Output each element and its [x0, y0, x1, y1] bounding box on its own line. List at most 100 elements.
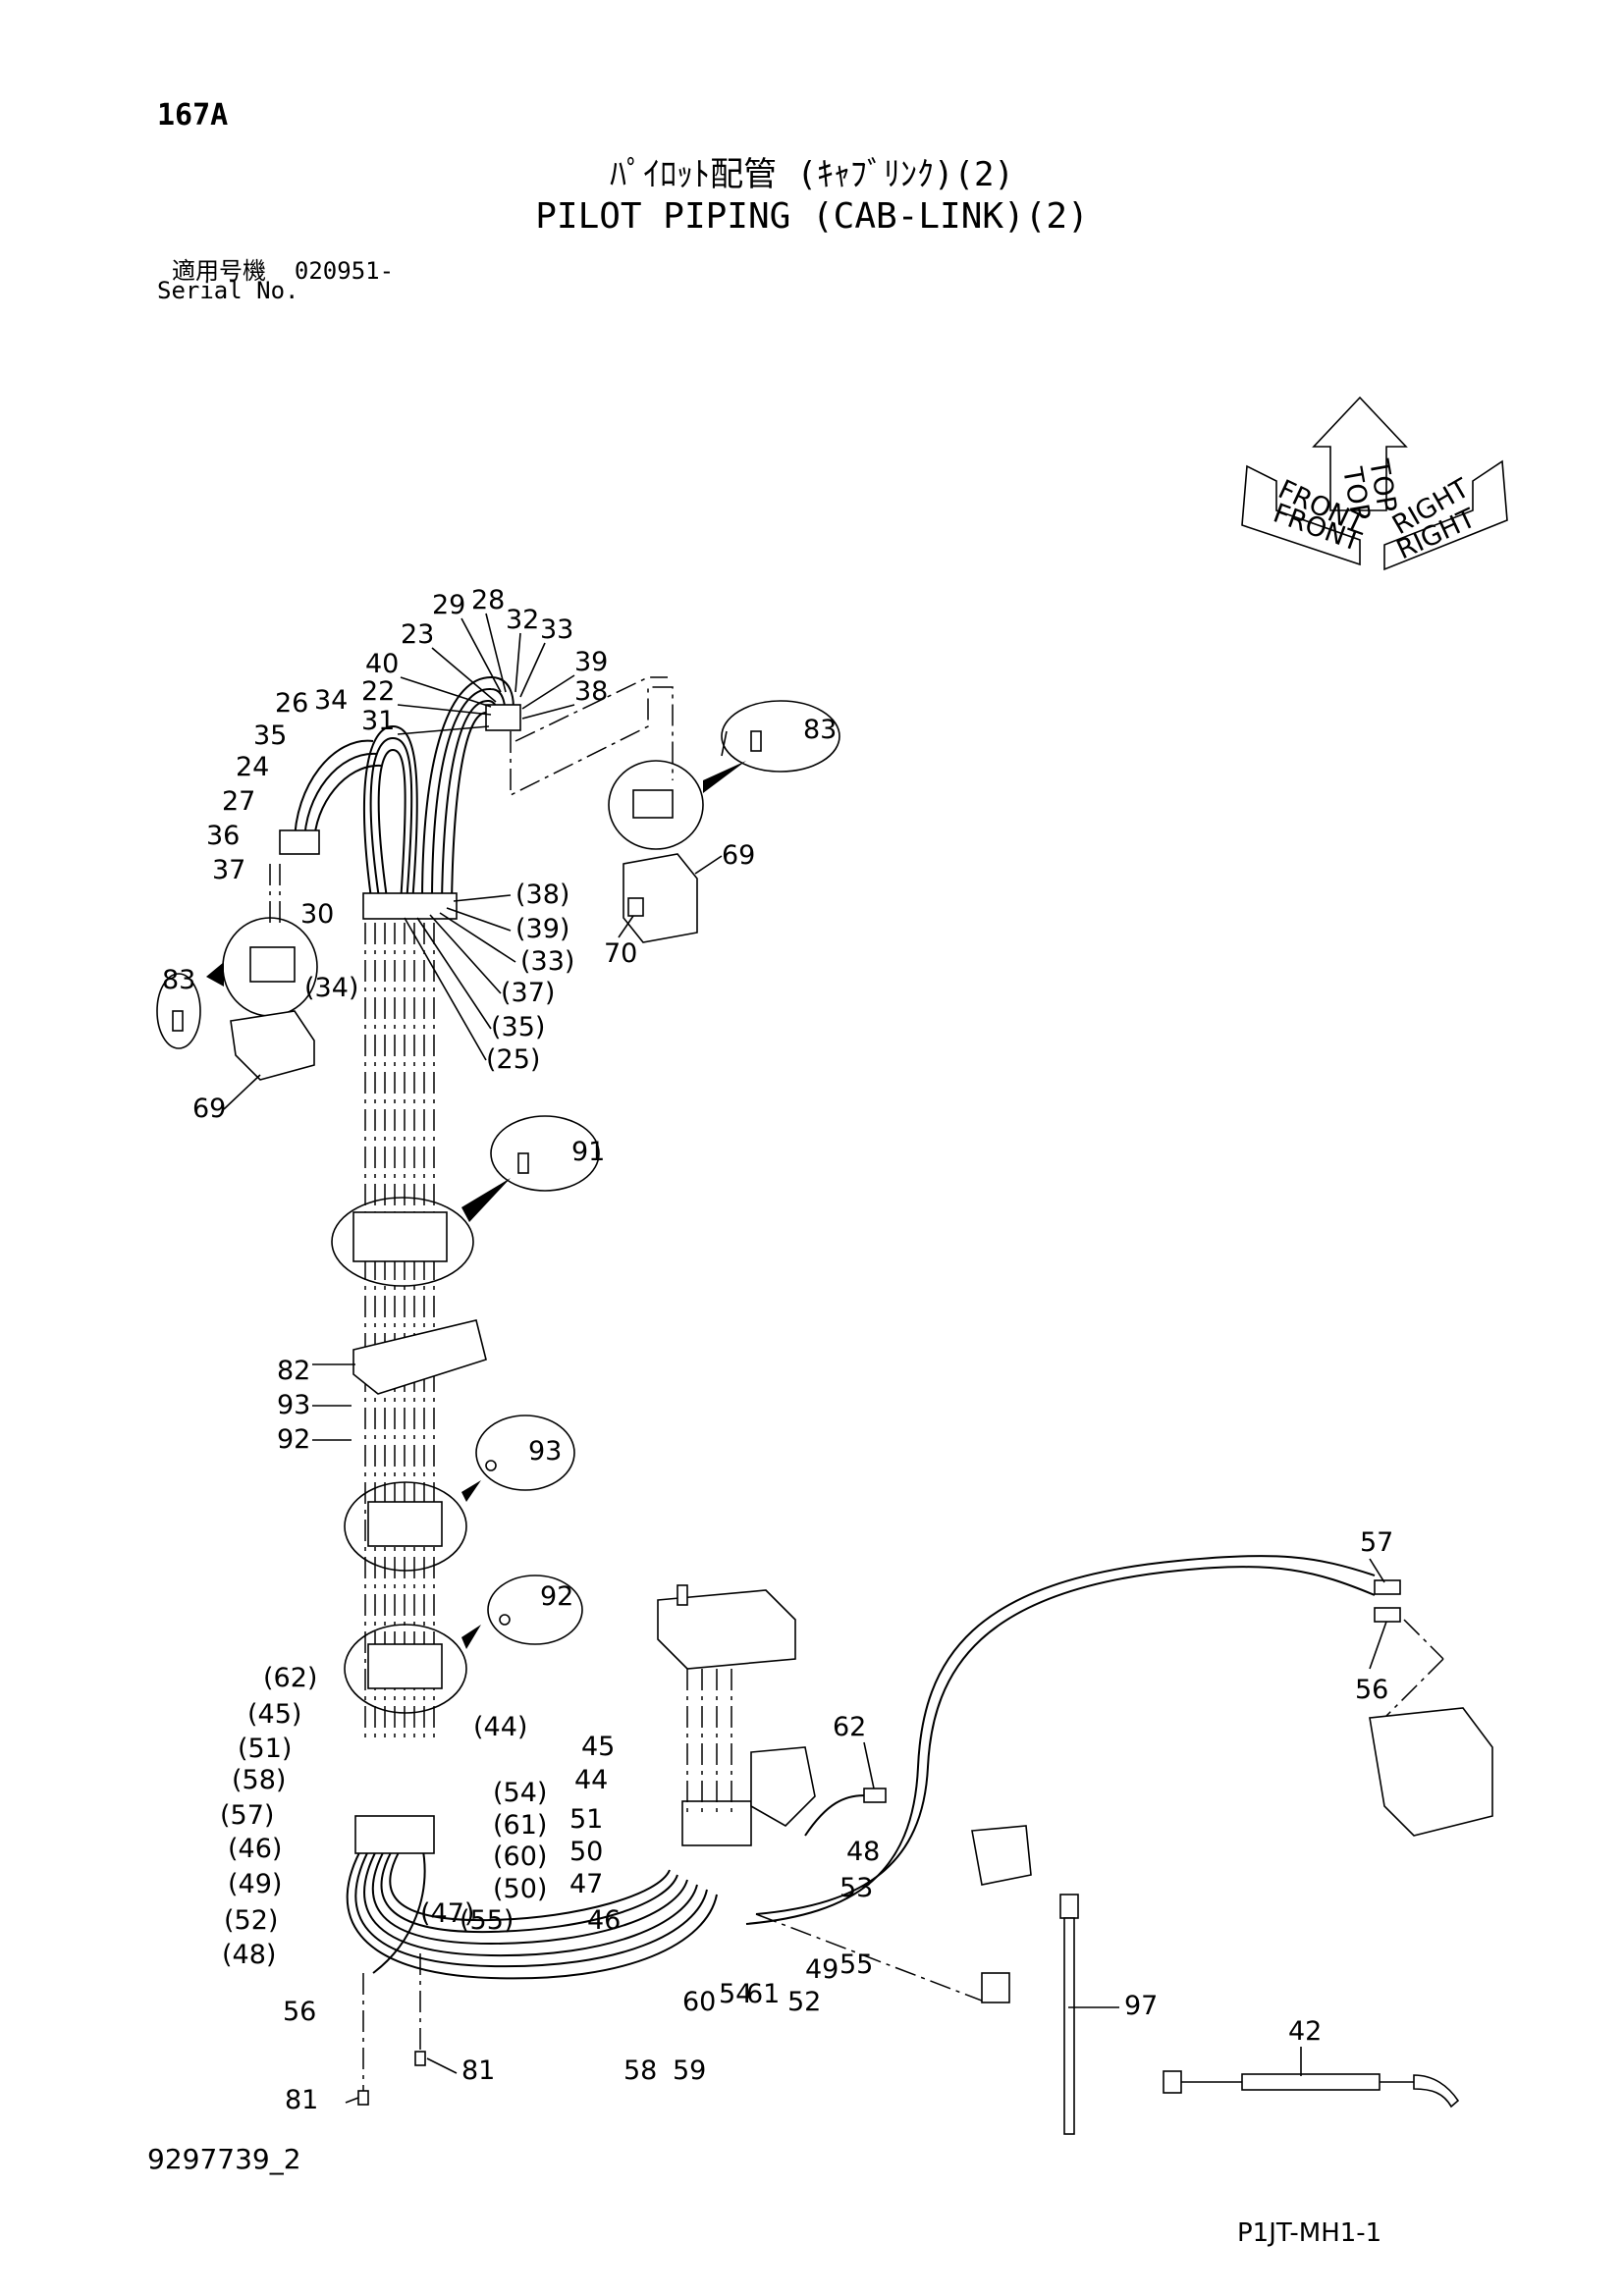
upper-hose-bundle [279, 675, 521, 920]
up-arrow-icon [1312, 396, 1408, 511]
serial-value: 020951- [294, 257, 395, 285]
callout-p51: (51) [238, 1734, 292, 1764]
front-arrow-icon [1241, 464, 1361, 566]
callout-p54: (54) [493, 1778, 547, 1808]
sheet-code: P1JT-MH1-1 [1237, 2218, 1382, 2248]
callout-56-left: 56 [283, 1997, 316, 2027]
clamp-group-91 [331, 1115, 600, 1287]
callout-81-left: 81 [285, 2085, 318, 2115]
serial-line: 適用号機 020951- [172, 251, 394, 286]
callout-p34: (34) [304, 973, 358, 1003]
callout-45: 45 [581, 1732, 615, 1762]
callout-92-detail: 92 [540, 1581, 573, 1612]
document-number: 9297739_2 [147, 2143, 301, 2175]
callout-57: 57 [1360, 1527, 1393, 1558]
hose-62 [804, 1788, 887, 1837]
callout-33: 33 [540, 614, 573, 645]
callout-70: 70 [604, 938, 637, 969]
callout-p62: (62) [263, 1663, 317, 1693]
callout-p35: (35) [491, 1012, 545, 1042]
control-valve-upper [657, 1584, 796, 1816]
callout-50: 50 [569, 1837, 603, 1867]
callout-48: 48 [846, 1837, 880, 1867]
clamp-group-92 [344, 1575, 583, 1714]
callout-labels: 29 28 32 33 23 40 39 22 38 31 26 34 35 2… [162, 585, 1393, 2115]
callout-22: 22 [361, 676, 395, 707]
callout-p50: (50) [493, 1874, 547, 1904]
long-hose-57-56 [745, 1555, 1444, 1925]
callout-46: 46 [587, 1905, 621, 1936]
callout-38: 38 [574, 676, 608, 707]
page-code: 167A [157, 98, 229, 133]
bolt-detail-circle-left [156, 973, 201, 1049]
bolt-icon-left [172, 1010, 184, 1032]
callout-56-right: 56 [1355, 1675, 1388, 1705]
cable-tie-97 [1059, 1894, 1079, 2135]
callout-42: 42 [1288, 2016, 1322, 2047]
bracket-center [750, 1746, 816, 1827]
callout-23: 23 [401, 619, 434, 650]
callout-44: 44 [574, 1765, 608, 1795]
callout-p44: (44) [473, 1712, 527, 1742]
fitting-detail [632, 789, 674, 819]
callout-p47: (47) [420, 1898, 474, 1929]
callout-83-right: 83 [803, 715, 837, 745]
callout-p39: (39) [515, 914, 569, 944]
callout-32: 32 [506, 605, 539, 635]
callout-82: 82 [277, 1356, 310, 1386]
callout-30: 30 [300, 899, 334, 930]
callout-59: 59 [673, 2056, 706, 2086]
callout-51: 51 [569, 1804, 603, 1835]
callout-34: 34 [314, 685, 348, 716]
orientation-indicator: TOP TOP FRONT FRONT RIGHT RIGHT [1241, 396, 1508, 571]
valve-small [755, 1825, 1032, 2003]
callout-p48: (48) [222, 1940, 276, 1970]
callout-97: 97 [1124, 1991, 1158, 2021]
callout-40: 40 [365, 649, 399, 679]
callout-29: 29 [432, 590, 465, 620]
callout-36: 36 [206, 821, 240, 851]
callout-24: 24 [236, 752, 269, 782]
callout-28: 28 [471, 585, 505, 615]
callout-83-left: 83 [162, 965, 195, 995]
serial-label-en: Serial No. [157, 277, 299, 304]
callout-58: 58 [623, 2056, 657, 2086]
callout-27: 27 [222, 786, 255, 817]
bracket-plate-left [230, 1010, 315, 1081]
callout-62: 62 [833, 1712, 866, 1742]
callout-p46: (46) [228, 1834, 282, 1864]
callout-p55: (55) [460, 1905, 514, 1936]
left-bracket-assembly [156, 917, 318, 1081]
vertical-dash-lines [364, 923, 435, 1737]
callout-31: 31 [361, 706, 395, 736]
title-japanese: ﾊﾟｲﾛｯﾄ配管 (ｷｬﾌﾞﾘﾝｸ)(2) [610, 155, 1014, 194]
callout-p52: (52) [224, 1905, 278, 1936]
callout-p49: (49) [228, 1869, 282, 1899]
bracket-plate [623, 853, 698, 943]
callout-60: 60 [682, 1987, 716, 2017]
bolts-81 [357, 1953, 426, 2106]
callout-55: 55 [839, 1949, 873, 1980]
hose-42 [1163, 2070, 1460, 2109]
callout-p57: (57) [220, 1800, 274, 1831]
callout-p25: (25) [486, 1044, 540, 1075]
plate-82 [352, 1319, 487, 1395]
bolt-icon [750, 730, 762, 752]
callout-52: 52 [787, 1987, 821, 2017]
bolt-70 [627, 897, 644, 917]
right-fitting-cluster [681, 1800, 752, 1846]
upper-dash-links [269, 676, 674, 923]
right-arrow-icon [1383, 459, 1508, 571]
callout-93-detail: 93 [528, 1436, 562, 1467]
callout-p33: (33) [520, 946, 574, 977]
callout-p38: (38) [515, 880, 569, 910]
callout-69-left: 69 [192, 1094, 226, 1124]
callout-54: 54 [719, 1979, 752, 2009]
right-bracket-assembly [608, 700, 840, 943]
callout-47: 47 [569, 1869, 603, 1899]
callout-35: 35 [253, 721, 287, 751]
fitting-detail-left [249, 946, 296, 983]
serial-label-jp: 適用号機 [172, 257, 266, 285]
callout-53: 53 [839, 1873, 873, 1903]
